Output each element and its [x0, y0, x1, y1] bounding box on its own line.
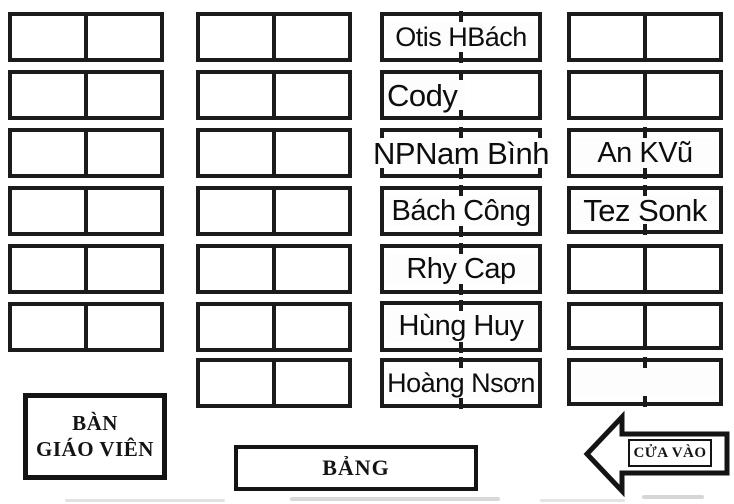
desk-divider	[272, 362, 276, 404]
desk-name: Otis HBách	[386, 22, 536, 52]
desk-divider	[84, 306, 88, 348]
entrance-label-text: CỬA VÀO	[633, 444, 707, 461]
board: BẢNG	[234, 445, 478, 491]
desk-divider	[272, 74, 276, 116]
desk-divider	[272, 16, 276, 58]
desk-divider	[272, 248, 276, 290]
desk-divider	[84, 16, 88, 58]
desk	[196, 128, 352, 178]
teacher-desk-label-line1: BÀN	[72, 411, 118, 436]
desk	[8, 128, 164, 178]
desk-divider	[643, 248, 647, 290]
desk-divider	[84, 74, 88, 116]
desk: An KVũ	[567, 127, 723, 179]
desk: Cody	[380, 70, 542, 120]
desk: Hoàng Nsơn	[380, 357, 542, 409]
desk-name: NPNam Bình	[370, 138, 552, 169]
desk	[8, 70, 164, 120]
desk	[196, 12, 352, 62]
desk-name: Hoàng Nsơn	[386, 367, 536, 398]
board-label: BẢNG	[322, 455, 390, 480]
desk: NPNam Bình	[370, 127, 552, 179]
teacher-desk-label-line2: GIÁO VIÊN	[36, 436, 154, 461]
scan-smudge	[642, 495, 704, 499]
desk: Rhy Cap	[380, 243, 542, 295]
desk-name: Cody	[387, 80, 465, 111]
desk	[567, 302, 723, 350]
desk-divider	[272, 190, 276, 232]
scan-smudge	[540, 499, 625, 502]
desk-divider	[84, 132, 88, 174]
desk	[567, 244, 723, 294]
scan-smudge	[290, 497, 500, 501]
desk	[8, 244, 164, 294]
entrance-sign: CỬA VÀO	[628, 439, 712, 467]
desk-divider	[643, 16, 647, 58]
desk-divider	[272, 132, 276, 174]
desk: Hùng Huy	[380, 300, 542, 353]
desk: Tez Sonk	[567, 185, 723, 235]
desk	[196, 302, 352, 352]
desk-name	[573, 368, 717, 396]
desk	[196, 70, 352, 120]
desk-divider	[643, 306, 647, 346]
desk	[567, 70, 723, 120]
desk-name: Tez Sonk	[573, 195, 717, 226]
desk	[567, 357, 723, 407]
desk-name: Hùng Huy	[386, 311, 536, 342]
desk-divider	[84, 248, 88, 290]
desk	[8, 186, 164, 236]
desk-divider	[643, 74, 647, 116]
desk	[8, 302, 164, 352]
desk-name: Rhy Cap	[386, 254, 536, 284]
desk	[567, 12, 723, 62]
desk-name: Bách Công	[386, 196, 536, 226]
desk: Bách Công	[380, 185, 542, 237]
desk	[8, 12, 164, 62]
desk	[196, 358, 352, 408]
desk-name: An KVũ	[573, 138, 717, 168]
teacher-desk: BÀN GIÁO VIÊN	[23, 393, 167, 480]
desk	[196, 244, 352, 294]
entrance: CỬA VÀO	[580, 410, 732, 500]
desk-divider	[84, 190, 88, 232]
desk-divider	[272, 306, 276, 348]
scan-smudge	[65, 499, 225, 502]
desk	[196, 186, 352, 236]
desk: Otis HBách	[380, 11, 542, 63]
